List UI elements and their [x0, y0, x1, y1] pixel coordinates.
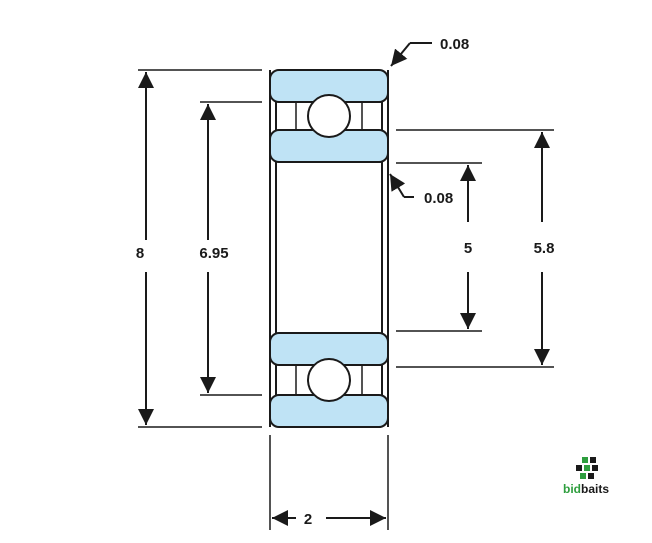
ball-bottom	[307, 358, 351, 402]
outer-chamfer-label: 0.08	[440, 36, 469, 53]
cage-bottom	[295, 365, 363, 395]
bore-diameter-label: 5	[464, 240, 472, 257]
outer-diameter-label: 8	[136, 245, 144, 262]
logo-text-part2: baits	[581, 482, 609, 496]
width-label: 2	[304, 511, 312, 528]
svg-text:bidbaits: bidbaits	[563, 482, 609, 496]
bidbaits-logo: bidbaits	[563, 457, 609, 496]
inner-chamfer-label: 0.08	[424, 190, 453, 207]
logo-text-part1: bid	[563, 482, 581, 496]
cage-top	[295, 102, 363, 130]
ball-top	[307, 94, 351, 138]
extension-lines	[138, 69, 554, 530]
dimension-lines	[138, 42, 550, 526]
shield-diameter-label: 6.95	[199, 245, 228, 262]
inner-race-diameter-label: 5.8	[534, 240, 555, 257]
bidbaits-logo-icon	[576, 457, 598, 479]
